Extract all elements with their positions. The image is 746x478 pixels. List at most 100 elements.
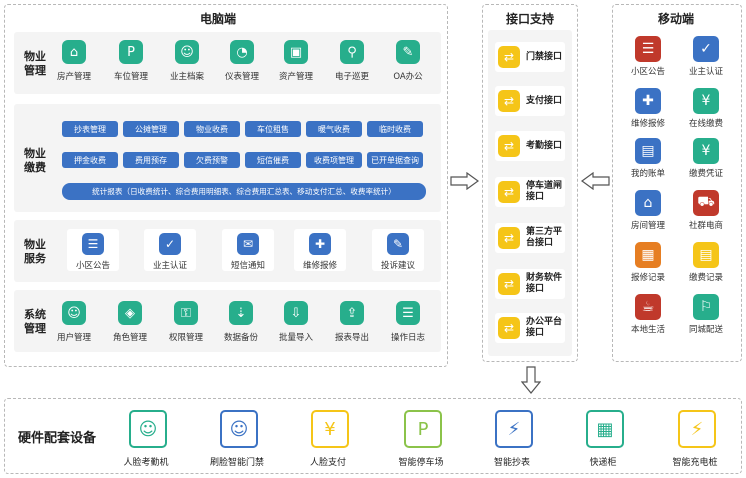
fee-pill-r2-2[interactable]: 欠费预警 <box>184 152 240 168</box>
api-item[interactable]: ⇄ 考勤接口 <box>495 131 565 161</box>
ps-1-icon: ✓ <box>159 233 181 255</box>
pm-item-label: 仪表管理 <box>224 72 260 82</box>
mobile-label: 我的账单 <box>630 169 666 179</box>
repair-record-icon[interactable]: ▦ <box>635 242 661 268</box>
api-item[interactable]: ⇄ 门禁接口 <box>495 42 565 72</box>
fee-pill-r2-0[interactable]: 押金收费 <box>62 152 118 168</box>
service-label: 维修报修 <box>302 261 338 271</box>
link-icon: ⇄ <box>498 273 520 295</box>
system-mgmt-label: 系统 管理 <box>24 308 46 335</box>
api-item[interactable]: ⇄ 财务软件 接口 <box>495 269 565 299</box>
api-label: 门禁接口 <box>526 42 562 72</box>
sm-item-label: 权限管理 <box>168 333 204 343</box>
fee-pill-r2-5[interactable]: 已开单据查询 <box>367 152 423 168</box>
api-label-text: 财务软件 接口 <box>526 273 563 294</box>
face-gate-icon: ☺ <box>220 410 258 448</box>
service-label: 投诉建议 <box>380 261 416 271</box>
mobile-label: 在线缴费 <box>688 119 724 129</box>
pm-item-label: 业主档案 <box>169 72 205 82</box>
fee-pill-r1-2[interactable]: 物业收费 <box>184 121 240 137</box>
sm-6-icon[interactable]: ☰ <box>396 301 420 325</box>
sm-3-icon[interactable]: ⇣ <box>229 301 253 325</box>
pm-item-label: OA办公 <box>393 72 423 82</box>
pm-item-label: 资产管理 <box>278 72 314 82</box>
fee-pill-r2-4[interactable]: 收费项管理 <box>306 152 362 168</box>
link-icon: ⇄ <box>498 90 520 112</box>
pm-item-label: 电子巡更 <box>334 72 370 82</box>
sm-0-icon[interactable]: ☺ <box>62 301 86 325</box>
ps-0-icon: ☰ <box>82 233 104 255</box>
face-pay-icon: ¥ <box>311 410 349 448</box>
charger-icon: ⚡ <box>678 410 716 448</box>
arrow-api-to-hardware-icon <box>521 366 541 394</box>
fee-pill-r1-5[interactable]: 临时收费 <box>367 121 423 137</box>
fee-pill-r1-1[interactable]: 公摊管理 <box>123 121 179 137</box>
mobile-label: 维修报修 <box>630 119 666 129</box>
locker-icon: ▦ <box>586 410 624 448</box>
mobile-label: 小区公告 <box>630 67 666 77</box>
mobile-label: 缴费凭证 <box>688 169 724 179</box>
delivery-icon[interactable]: ⚐ <box>693 294 719 320</box>
shop-icon[interactable]: ⛟ <box>693 190 719 216</box>
stats-report-pill[interactable]: 统计报表（日收费统计、综合费用明细表、综合费用汇总表、移动支付汇总、收费率统计） <box>62 183 426 200</box>
service-label: 短信通知 <box>230 261 266 271</box>
property-service-label: 物业 服务 <box>24 238 46 265</box>
service-label: 业主认证 <box>152 261 188 271</box>
ps-4-icon: ✎ <box>387 233 409 255</box>
fee-pill-r1-3[interactable]: 车位租售 <box>245 121 301 137</box>
hardware-title: 硬件配套设备 <box>18 431 97 446</box>
sm-1-icon[interactable]: ◈ <box>118 301 142 325</box>
fee-pill-r2-3[interactable]: 短信催费 <box>245 152 301 168</box>
hardware-label: 刷脸智能门禁 <box>209 458 265 468</box>
sm-5-icon[interactable]: ⇪ <box>340 301 364 325</box>
payment-record-icon[interactable]: ▤ <box>693 242 719 268</box>
api-item[interactable]: ⇄ 支付接口 <box>495 86 565 116</box>
api-label-text: 支付接口 <box>526 95 563 106</box>
api-label-text: 第三方平 台接口 <box>526 227 563 248</box>
link-icon: ⇄ <box>498 135 520 157</box>
fee-pill-r2-1[interactable]: 费用预存 <box>123 152 179 168</box>
api-item[interactable]: ⇄ 停车道闸 接口 <box>495 177 565 207</box>
bill-icon[interactable]: ▤ <box>635 138 661 164</box>
room-icon[interactable]: ⌂ <box>635 190 661 216</box>
api-title: 接口支持 <box>506 12 555 26</box>
fee-pill-r1-0[interactable]: 抄表管理 <box>62 121 118 137</box>
link-icon: ⇄ <box>498 46 520 68</box>
sm-item-label: 角色管理 <box>112 333 148 343</box>
mobile-label: 房间管理 <box>630 221 666 231</box>
arrow-mobile-to-api-icon <box>580 172 610 190</box>
meter-icon: ⚡ <box>495 410 533 448</box>
repair-icon[interactable]: ✚ <box>635 88 661 114</box>
api-item[interactable]: ⇄第三方平 台接口 <box>495 223 565 253</box>
receipt-icon[interactable]: ¥ <box>693 138 719 164</box>
pc-title: 电脑端 <box>200 12 237 26</box>
hardware-label: 智能抄表 <box>493 458 531 468</box>
local-life-icon[interactable]: ☕ <box>635 294 661 320</box>
property-fees-label: 物业 缴费 <box>24 147 46 174</box>
online-pay-icon[interactable]: ¥ <box>693 88 719 114</box>
api-label: 办公平台 接口 <box>526 313 562 343</box>
pm-6-icon[interactable]: ✎ <box>396 40 420 64</box>
sm-2-icon[interactable]: ⚿ <box>174 301 198 325</box>
pm-4-icon[interactable]: ▣ <box>284 40 308 64</box>
pm-0-icon[interactable]: ⌂ <box>62 40 86 64</box>
mobile-label: 缴费记录 <box>688 273 724 283</box>
pm-3-icon[interactable]: ◔ <box>230 40 254 64</box>
pc-panel <box>4 4 448 367</box>
api-label-text: 停车道闸 接口 <box>526 181 563 202</box>
owner-verify-icon[interactable]: ✓ <box>693 36 719 62</box>
api-item[interactable]: ⇄ 办公平台 接口 <box>495 313 565 343</box>
pm-5-icon[interactable]: ⚲ <box>340 40 364 64</box>
sm-4-icon[interactable]: ⇩ <box>284 301 308 325</box>
api-label: 考勤接口 <box>526 131 562 161</box>
link-icon: ⇄ <box>498 317 520 339</box>
pm-2-icon[interactable]: ☺ <box>175 40 199 64</box>
pm-1-icon[interactable]: P <box>119 40 143 64</box>
fee-pill-r1-4[interactable]: 暖气收费 <box>306 121 362 137</box>
hardware-label: 人脸考勤机 <box>123 458 169 468</box>
announcement-icon[interactable]: ☰ <box>635 36 661 62</box>
api-label: 第三方平 台接口 <box>526 223 562 253</box>
service-label: 小区公告 <box>75 261 111 271</box>
hardware-label: 快递柜 <box>589 458 617 468</box>
link-icon: ⇄ <box>498 181 520 203</box>
